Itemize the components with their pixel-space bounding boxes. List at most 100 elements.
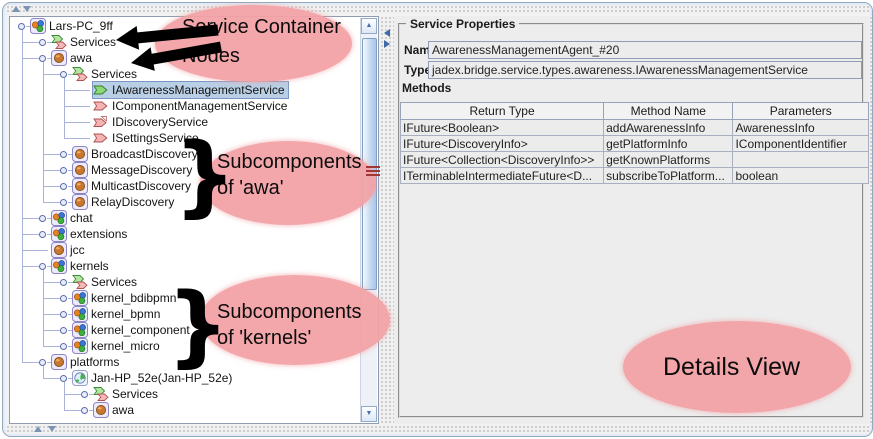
tree-node-awa[interactable]: awa: [93, 402, 137, 418]
tree-node-label: Services: [70, 34, 117, 49]
services-icon: [72, 275, 88, 289]
tree-node-Services[interactable]: Services: [51, 34, 119, 50]
table-cell[interactable]: getKnownPlatforms: [603, 151, 734, 168]
tree-node-awa[interactable]: awa: [51, 50, 95, 66]
tree-node-Services[interactable]: Services: [93, 386, 161, 402]
table-cell[interactable]: subscribeToPlatform...: [603, 167, 734, 184]
tree-node-RelayDiscovery[interactable]: RelayDiscovery: [72, 194, 177, 210]
divider-collapse-down-icon[interactable]: [48, 426, 56, 432]
tree-connector-line: [89, 410, 93, 411]
tree-node-jcc[interactable]: jcc: [51, 242, 88, 258]
tree-connector-line: [68, 298, 72, 299]
divider-collapse-right-icon[interactable]: [384, 40, 390, 48]
agent-icon: [51, 242, 67, 258]
tree-node-kernel_bdibpmn[interactable]: kernel_bdibpmn: [72, 290, 179, 306]
tree-node-MulticastDiscovery[interactable]: MulticastDiscovery: [72, 178, 194, 194]
tree-connector-line: [64, 106, 90, 107]
name-field[interactable]: AwarenessManagementAgent_#20: [428, 41, 862, 59]
vertical-split-divider[interactable]: [380, 16, 394, 424]
tree-expand-knob[interactable]: [39, 231, 46, 238]
table-cell[interactable]: ITerminableIntermediateFuture<D...: [399, 167, 605, 184]
column-header[interactable]: Return Type: [399, 102, 605, 120]
tree-vertical-scrollbar[interactable]: ▲ ▼: [360, 18, 377, 422]
tree-node-kernels[interactable]: kernels: [51, 258, 112, 274]
tree-node-kernel_bpmn[interactable]: kernel_bpmn: [72, 306, 163, 322]
tree-expand-knob[interactable]: [39, 55, 46, 62]
table-cell[interactable]: IFuture<Boolean>: [399, 119, 605, 136]
tree-node-label: awa: [112, 402, 135, 417]
method-row[interactable]: IFuture<Collection<DiscoveryInfo>>getKno…: [399, 151, 869, 168]
column-header[interactable]: Method Name: [603, 102, 734, 120]
tree-node-extensions[interactable]: extensions: [51, 226, 130, 242]
tree-expand-knob[interactable]: [60, 167, 67, 174]
tree-expand-knob[interactable]: [60, 327, 67, 334]
tree-node-Services[interactable]: Services: [72, 274, 140, 290]
agent-icon: [72, 146, 88, 162]
methods-label: Methods: [402, 81, 452, 95]
tree-node-label: Services: [91, 274, 138, 289]
divider-collapse-up-icon[interactable]: [34, 426, 42, 432]
tree-node-platforms[interactable]: platforms: [51, 354, 122, 370]
tree-node-label: Services: [112, 386, 159, 401]
tree-node-IDiscoveryService[interactable]: IDiscoveryService: [93, 114, 211, 130]
service-red-icon: [93, 101, 108, 111]
tree-node-IComponentManagementService[interactable]: IComponentManagementService: [93, 98, 290, 114]
tree-node-IAwarenessManagementService[interactable]: IAwarenessManagementService: [93, 82, 288, 98]
tree-node-MessageDiscovery[interactable]: MessageDiscovery: [72, 162, 195, 178]
tree-node-Lars-PC_9ff[interactable]: Lars-PC_9ff: [30, 18, 116, 34]
table-cell[interactable]: addAwarenessInfo: [603, 119, 734, 136]
tree-node-BroadcastDiscovery[interactable]: BroadcastDiscovery: [72, 146, 201, 162]
column-header[interactable]: Parameters: [732, 102, 869, 120]
tree-expand-knob[interactable]: [60, 295, 67, 302]
method-row[interactable]: ITerminableIntermediateFuture<D...subscr…: [399, 167, 869, 184]
scroll-up-button[interactable]: ▲: [361, 18, 377, 34]
type-label: Type: [404, 63, 432, 77]
tree-node-label: BroadcastDiscovery: [91, 146, 198, 161]
tree-expand-knob[interactable]: [39, 263, 46, 270]
tree-expand-knob[interactable]: [18, 23, 25, 30]
tree-node-ISettingsService[interactable]: ISettingsService: [93, 130, 202, 146]
tree-connector-line: [26, 26, 30, 27]
tree-expand-knob[interactable]: [39, 39, 46, 46]
tree-expand-knob[interactable]: [39, 359, 46, 366]
divider-collapse-up-icon[interactable]: [12, 6, 20, 12]
table-cell[interactable]: getPlatformInfo: [603, 135, 734, 152]
tree-expand-knob[interactable]: [60, 71, 67, 78]
tree-expand-knob[interactable]: [60, 279, 67, 286]
tree-expand-knob[interactable]: [60, 375, 67, 382]
scroll-down-button[interactable]: ▼: [361, 406, 377, 422]
divider-collapse-left-icon[interactable]: [384, 29, 390, 37]
tree-connector-line: [43, 186, 60, 187]
table-cell[interactable]: [732, 151, 869, 168]
tree-node-label: chat: [70, 210, 93, 225]
tree-expand-knob[interactable]: [60, 151, 67, 158]
top-split-divider[interactable]: [6, 5, 869, 14]
table-cell[interactable]: AwarenessInfo: [732, 119, 869, 136]
tree-expand-knob[interactable]: [60, 343, 67, 350]
tree-node-kernel_component[interactable]: kernel_component: [72, 322, 193, 338]
table-cell[interactable]: boolean: [732, 167, 869, 184]
tree-node-chat[interactable]: chat: [51, 210, 96, 226]
tree-expand-knob[interactable]: [81, 407, 88, 414]
tree-node-Services[interactable]: Services: [72, 66, 140, 82]
table-cell[interactable]: IFuture<Collection<DiscoveryInfo>>: [399, 151, 605, 168]
type-field[interactable]: jadex.bridge.service.types.awareness.IAw…: [428, 61, 862, 79]
tree-expand-knob[interactable]: [60, 311, 67, 318]
tree-expand-knob[interactable]: [60, 199, 67, 206]
tree-expand-knob[interactable]: [81, 391, 88, 398]
divider-collapse-down-icon[interactable]: [23, 6, 31, 12]
component-icon: [72, 322, 88, 338]
tree-connector-line: [64, 138, 90, 139]
tree-expand-knob[interactable]: [39, 215, 46, 222]
tree-node-kernel_micro[interactable]: kernel_micro: [72, 338, 163, 354]
scrollbar-thumb[interactable]: [362, 38, 377, 290]
tree-node-label: extensions: [70, 226, 128, 241]
bottom-split-divider[interactable]: [6, 425, 869, 434]
table-cell[interactable]: IComponentIdentifier: [732, 135, 869, 152]
tree-expand-knob[interactable]: [60, 183, 67, 190]
tree-node-Jan-HP_52e(Jan-HP_52e)[interactable]: Jan-HP_52e(Jan-HP_52e): [72, 370, 235, 386]
table-cell[interactable]: IFuture<DiscoveryInfo>: [399, 135, 605, 152]
